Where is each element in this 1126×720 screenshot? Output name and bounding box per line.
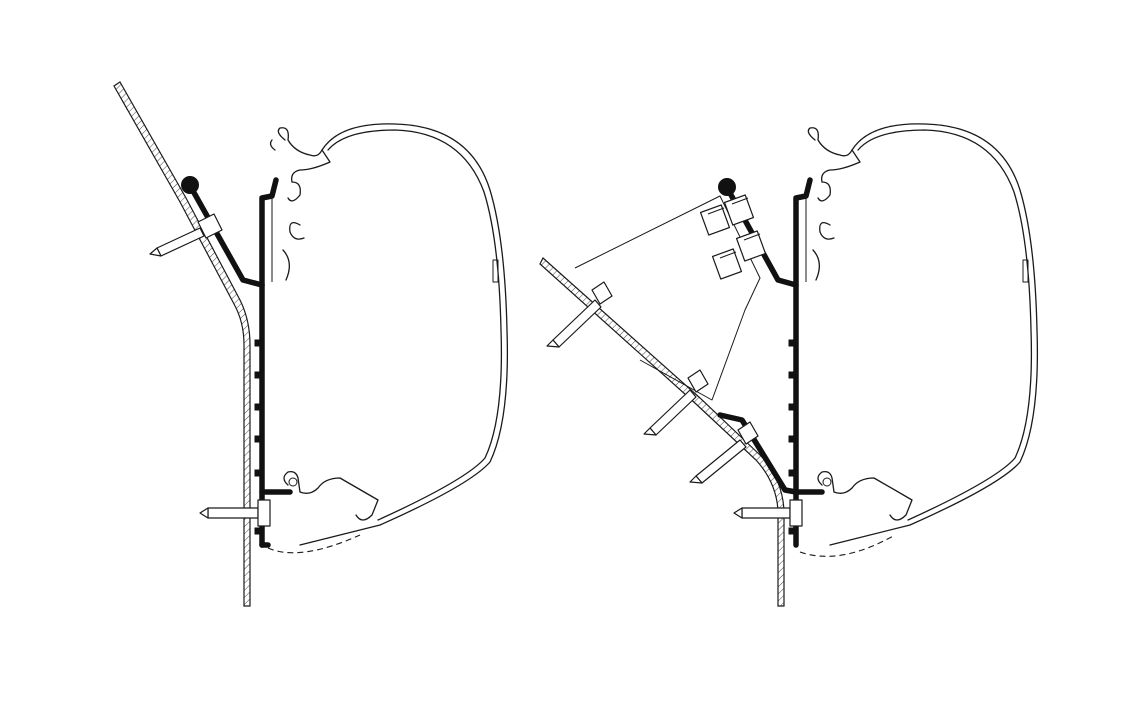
bolt-upper-right [699, 194, 755, 236]
screw-roof-mid-right [643, 369, 709, 436]
awning-cassette-left [299, 123, 509, 546]
screw-roof-lower-right [689, 421, 759, 484]
profile-teeth-right [788, 339, 798, 535]
right-panel [539, 123, 1039, 607]
left-panel [113, 81, 509, 607]
screw-wall-right [733, 499, 803, 527]
awning-cassette-right [829, 123, 1039, 546]
screw-roof-upper-right [546, 281, 613, 348]
mounting-profile-left [185, 177, 279, 288]
bolt-lower-right [711, 230, 767, 280]
awning-top-hook-left [277, 127, 331, 183]
awning-top-hook-right [807, 127, 861, 183]
awning-clip-left [287, 181, 301, 202]
mounting-profile-right [722, 177, 813, 288]
awning-bottom-dashed-left [267, 534, 361, 554]
vehicle-wall-left [113, 81, 251, 607]
screw-upper-left [149, 213, 223, 257]
bottom-clip-right [817, 470, 913, 521]
adapter-plate-right [574, 195, 761, 401]
bottom-clip-left [283, 470, 379, 521]
awning-bottom-dashed-right [799, 534, 896, 557]
profile-teeth-left [254, 339, 264, 535]
screw-lower-left [199, 499, 271, 527]
